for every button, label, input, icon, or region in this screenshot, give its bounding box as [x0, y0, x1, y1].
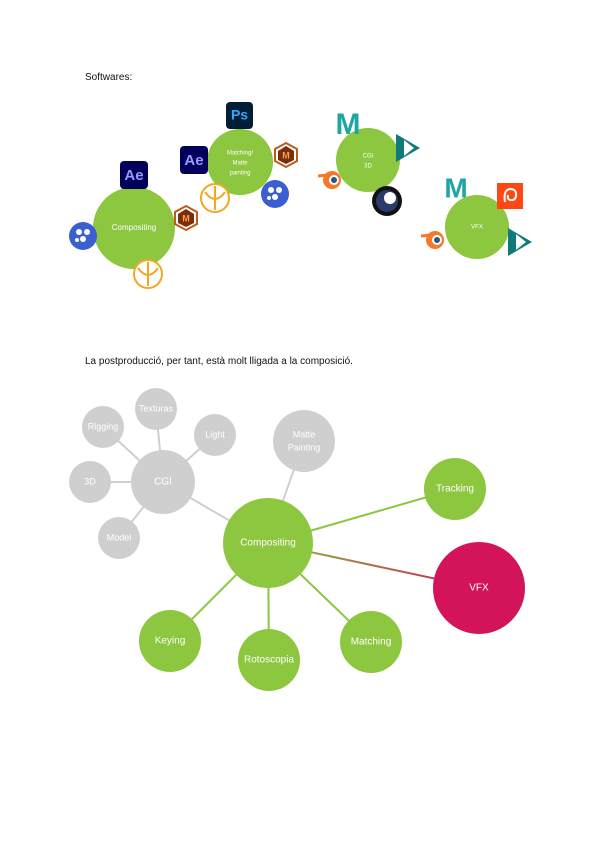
blender-icon [317, 171, 341, 189]
link-compositing-vfx [267, 542, 480, 589]
node-texturas [135, 388, 177, 430]
vfx-circle [445, 195, 509, 259]
node-compositing-label: Compositing [240, 538, 296, 549]
svg-text:M: M [282, 150, 290, 160]
node-rigging [82, 406, 124, 448]
svg-text:M: M [444, 172, 467, 203]
node-tracking [424, 458, 486, 520]
link-cgi-rigging [102, 426, 164, 483]
nuke-icon-2 [200, 183, 230, 213]
link-compositing-rotoscopia [267, 542, 270, 661]
mocha-icon: M [174, 204, 198, 232]
node-keying [139, 610, 201, 672]
svg-text:Ae: Ae [184, 152, 203, 169]
matching-label-line3: painting [229, 171, 250, 177]
node-3d-label: 3D [84, 476, 96, 486]
svg-text:Ps: Ps [231, 107, 248, 123]
maya-icon: M [336, 108, 361, 141]
node-matte-label-line1: Matte [293, 429, 316, 439]
compositing-circle [93, 187, 175, 269]
mocha-icon-2: M [274, 141, 298, 169]
node-model [98, 517, 140, 559]
matching-circle [207, 129, 273, 195]
svg-text:Ae: Ae [124, 167, 143, 184]
link-compositing-matte [267, 440, 305, 544]
node-vfx-label: VFX [469, 583, 489, 594]
3ds-max-icon-2 [508, 228, 532, 256]
fusion-icon [69, 222, 97, 250]
after-effects-icon: Ae [120, 161, 148, 189]
node-matching [340, 611, 402, 673]
photoshop-icon: Ps [226, 102, 253, 129]
link-compositing-matching [267, 542, 372, 643]
link-cgi-compositing [162, 481, 269, 544]
link-cgi-model [118, 481, 164, 539]
node-light [194, 414, 236, 456]
link-compositing-tracking [267, 488, 456, 544]
cinema4d-icon [372, 186, 402, 216]
softwares-heading: Softwares: [85, 72, 133, 83]
3ds-max-icon [396, 134, 420, 162]
matching-label-line2: Matte [232, 161, 248, 167]
blender-icon-2 [420, 231, 444, 249]
node-matte-label-line2: Painting [288, 442, 321, 452]
svg-text:M: M [336, 108, 361, 141]
link-compositing-keying [169, 542, 269, 642]
houdini-icon [497, 183, 523, 209]
cgi-label-line1: CGI [363, 154, 374, 160]
node-rotoscopia [238, 629, 300, 691]
node-rotoscopia-label: Rotoscopia [244, 655, 294, 666]
cgi-label-line2: 3D [364, 164, 372, 170]
maya-icon-2: M [444, 172, 467, 203]
node-light-label: Light [205, 429, 225, 439]
nuke-icon [133, 259, 163, 289]
node-keying-label: Keying [155, 636, 186, 647]
link-cgi-texturas [155, 408, 164, 483]
after-effects-icon-2: Ae [180, 146, 208, 174]
intro-paragraph: La postproducció, per tant, està molt ll… [85, 356, 353, 367]
vfx-small-label: VFX [471, 225, 483, 231]
node-tracking-label: Tracking [436, 484, 474, 495]
fusion-icon-2 [261, 180, 289, 208]
node-texturas-label: Texturas [139, 403, 174, 413]
compositing-label: Compositing [112, 223, 156, 232]
node-compositing [223, 498, 313, 588]
node-rigging-label: Rigging [88, 421, 119, 431]
cgi-circle [336, 128, 400, 192]
node-matte-painting [273, 410, 335, 472]
node-cgi-label: CGI [154, 477, 172, 488]
node-matching-label: Matching [351, 637, 392, 648]
node-3d [69, 461, 111, 503]
node-cgi [131, 450, 195, 514]
node-vfx [433, 542, 525, 634]
node-model-label: Model [107, 532, 132, 542]
link-cgi-light [162, 434, 216, 483]
software-diagram: Compositing Matching/ Matte painting CGI… [69, 102, 532, 289]
matching-label-line1: Matching/ [227, 151, 253, 157]
svg-text:M: M [182, 213, 190, 223]
